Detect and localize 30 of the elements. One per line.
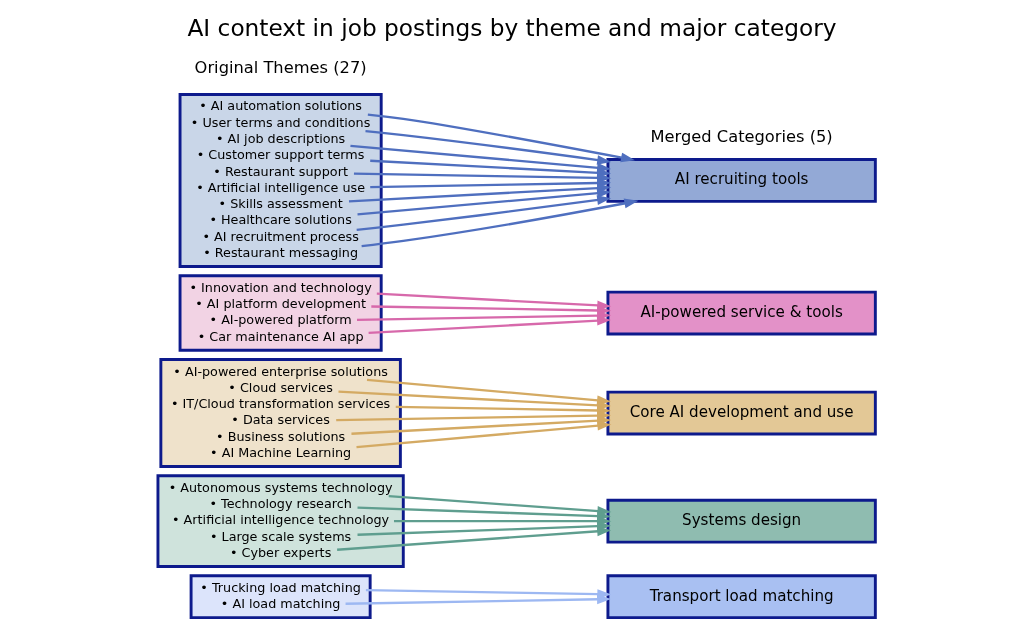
label: Original Themes (27) (194, 58, 367, 78)
node-text: • Customer support terms (196, 147, 365, 163)
node-text: • Car maintenance AI app (197, 328, 364, 344)
node-text: • IT/Cloud transformation services (170, 396, 391, 412)
node-text: • Cloud services (228, 379, 333, 395)
node-text: • Business solutions (216, 428, 346, 444)
node-text: • AI-powered enterprise solutions (173, 363, 388, 379)
node-text: • Autonomous systems technology (168, 479, 393, 495)
node-text: • Healthcare solutions (209, 212, 352, 228)
node-text: • Artificial intelligence use (196, 179, 366, 195)
node-text: • AI Machine Learning (210, 444, 352, 460)
node-text: • AI platform development (195, 296, 366, 312)
node-text: • AI load matching (220, 596, 341, 612)
node-text: • User terms and conditions (190, 114, 371, 130)
node-text: • Cyber experts (229, 544, 332, 560)
node-text: • AI automation solutions (199, 98, 363, 114)
node-text: • Restaurant support (213, 163, 348, 179)
node-text: • Artificial intelligence technology (172, 512, 390, 528)
node-text: • Innovation and technology (189, 279, 372, 295)
diagram-title: AI context in job postings by theme and major category (187, 14, 837, 42)
node-text: • AI recruitment process (202, 228, 359, 244)
node-text: • Trucking load matching (200, 579, 361, 595)
node-text: • AI job descriptions (215, 131, 346, 147)
node-text: • Data services (231, 412, 330, 428)
node-text: • Large scale systems (209, 528, 352, 544)
node-text: • Restaurant messaging (203, 244, 359, 260)
label: Merged Categories (5) (650, 126, 833, 146)
node-text: • Technology research (209, 496, 352, 512)
node-text: • AI-powered platform (209, 312, 352, 328)
node-text: • Skills assessment (218, 196, 343, 212)
